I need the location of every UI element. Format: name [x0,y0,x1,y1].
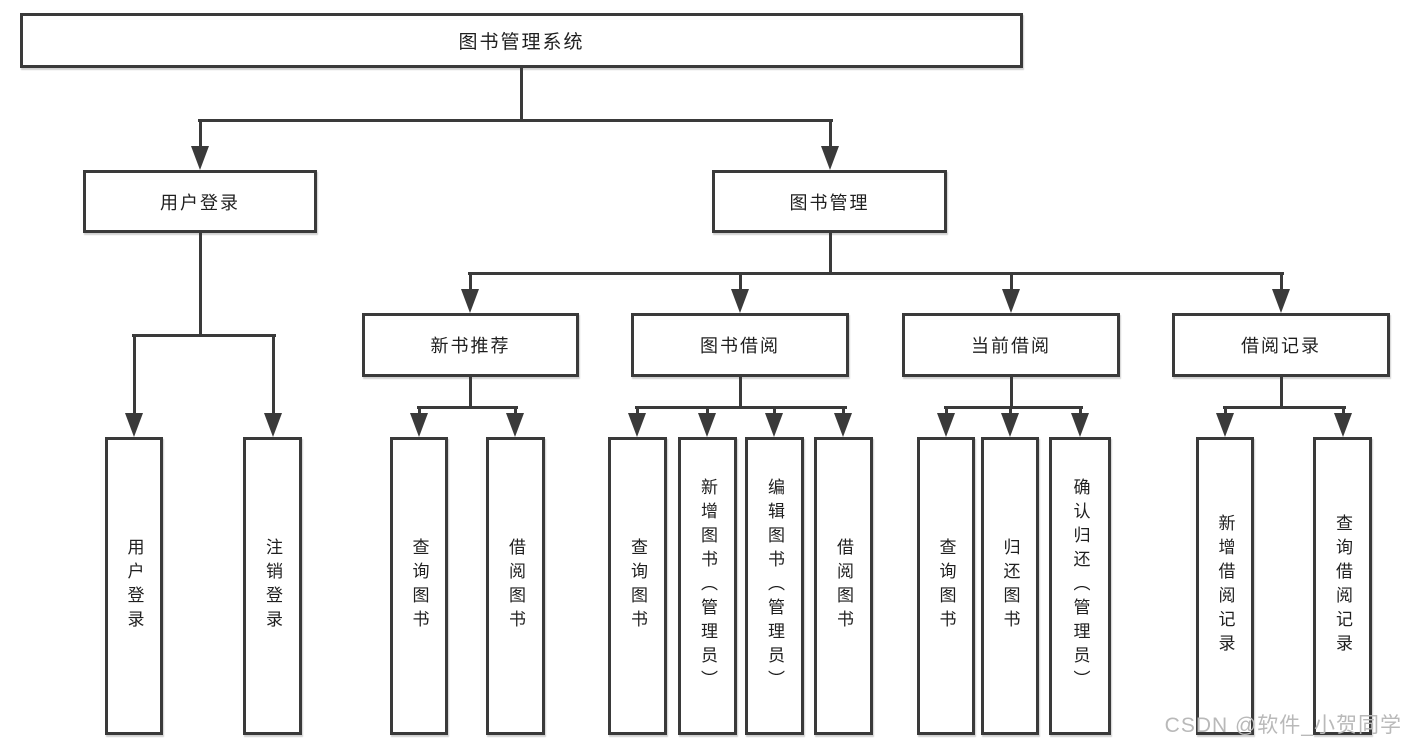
arrow-down-icon [937,413,955,437]
connector-line [738,274,742,289]
leaf-add-borrow-record: 新增借阅记录 [1196,437,1254,735]
leaf-label: 归还图书 [1000,538,1020,634]
leaf-label: 新增借阅记录 [1215,514,1235,658]
connector-line [1279,274,1283,289]
connector-line [513,408,517,413]
connector-line [1009,274,1013,289]
arrow-down-icon [765,413,783,437]
connector-line [828,121,832,146]
leaf-add-book-admin: 新增图书（管理员） [678,437,737,735]
connector-line [467,271,1284,275]
connector-line [943,405,1083,409]
arrow-down-icon [1216,413,1234,437]
connector-line [468,377,472,409]
arrow-down-icon [698,413,716,437]
connector-line [634,405,847,409]
node-new-book-recommend: 新书推荐 [362,313,579,377]
leaf-label: 用户登录 [124,538,144,634]
leaf-label: 查询图书 [628,538,647,634]
leaf-label: 查询图书 [409,538,429,634]
arrow-down-icon [1002,289,1020,313]
leaf-return-book: 归还图书 [981,437,1039,735]
leaf-label: 查询借阅记录 [1333,514,1352,658]
leaf-label: 查询图书 [936,538,956,634]
node-library-management-system: 图书管理系统 [20,13,1023,68]
leaf-label: 确认归还（管理员） [1070,478,1090,694]
leaf-edit-book-admin: 编辑图书（管理员） [745,437,804,735]
leaf-query-books-recommend: 查询图书 [390,437,448,735]
connector-line [1222,405,1346,409]
connector-line [705,408,709,413]
leaf-label: 新增图书（管理员） [698,478,717,694]
connector-line [1341,408,1345,413]
connector-line [416,405,518,409]
arrow-down-icon [821,146,839,170]
node-label: 当前借阅 [971,336,1051,356]
connector-line [198,121,202,146]
connector-line [468,274,472,289]
arrow-down-icon [1001,413,1019,437]
node-label: 图书管理 [789,192,870,213]
connector-line [1008,408,1012,413]
node-borrow-records: 借阅记录 [1172,313,1390,377]
connector-line [519,68,523,122]
connector-line [1279,377,1283,409]
node-book-borrow: 图书借阅 [631,313,849,377]
leaf-label: 注销登录 [263,538,282,634]
leaf-logout: 注销登录 [243,437,302,735]
connector-line [635,408,639,413]
arrow-down-icon [1272,289,1290,313]
arrow-down-icon [1071,413,1089,437]
leaf-label: 编辑图书（管理员） [765,478,784,694]
leaf-borrow-books-recommend: 借阅图书 [486,437,545,735]
node-label: 图书借阅 [700,336,780,356]
leaf-query-books-current: 查询图书 [917,437,975,735]
connector-line [417,408,421,413]
leaf-query-books-borrow: 查询图书 [608,437,667,735]
arrow-down-icon [191,146,209,170]
connector-line [198,232,202,337]
arrow-down-icon [125,413,143,437]
leaf-label: 借阅图书 [506,538,525,634]
connector-line [131,333,276,337]
connector-line [738,377,742,409]
leaf-borrow-books: 借阅图书 [814,437,873,735]
leaf-label: 借阅图书 [834,538,853,634]
watermark: CSDN @软件_小贺同学 [1164,714,1402,737]
arrow-down-icon [834,413,852,437]
arrow-down-icon [506,413,524,437]
leaf-user-login: 用户登录 [105,437,163,735]
leaf-query-borrow-record: 查询借阅记录 [1313,437,1372,735]
arrow-down-icon [731,289,749,313]
node-book-management: 图书管理 [712,170,947,233]
arrow-down-icon [264,413,282,437]
node-label: 借阅记录 [1241,336,1321,356]
node-label: 用户登录 [160,192,240,213]
arrow-down-icon [628,413,646,437]
connector-line [1223,408,1227,413]
connector-line [1009,377,1013,409]
node-user-login: 用户登录 [83,170,317,233]
arrow-down-icon [461,289,479,313]
node-current-borrow: 当前借阅 [902,313,1120,377]
connector-line [828,232,832,275]
connector-line [772,408,776,413]
node-label: 新书推荐 [430,336,511,356]
node-label: 图书管理系统 [458,32,585,53]
arrow-down-icon [410,413,428,437]
connector-line [197,118,833,122]
arrow-down-icon [1334,413,1352,437]
connector-line [944,408,948,413]
connector-line [271,336,275,413]
leaf-confirm-return-admin: 确认归还（管理员） [1049,437,1111,735]
connector-line [841,408,845,413]
connector-line [1078,408,1082,413]
connector-line [132,336,136,413]
